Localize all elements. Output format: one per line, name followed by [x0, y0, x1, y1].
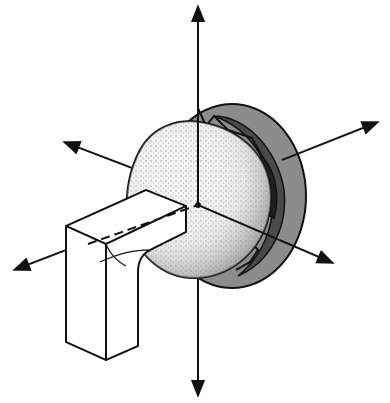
axis-upper-right: [282, 122, 378, 160]
handle-front-face: [66, 226, 106, 360]
axis-lower-left: [14, 250, 66, 270]
axis-upper-left: [64, 142, 132, 168]
